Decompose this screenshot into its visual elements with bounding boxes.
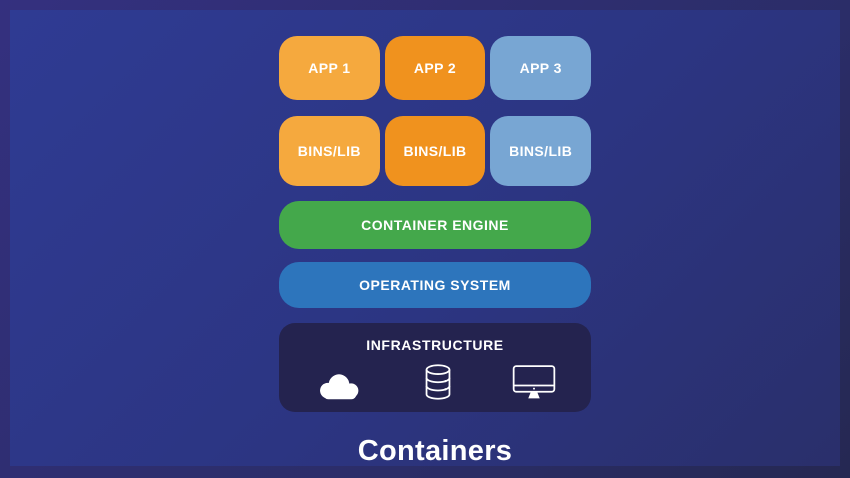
container-engine-box: CONTAINER ENGINE	[279, 201, 591, 249]
cloud-icon	[320, 374, 359, 400]
apps-row: APP 1 APP 2 APP 3	[279, 36, 592, 100]
bins-lib-2-label: BINS/LIB	[403, 143, 467, 159]
infrastructure-box: INFRASTRUCTURE	[279, 323, 591, 412]
app-3-label: APP 3	[519, 60, 562, 76]
bins-lib-3-label: BINS/LIB	[509, 143, 573, 159]
operating-system-label: OPERATING SYSTEM	[359, 277, 511, 293]
diagram-canvas: APP 1 APP 2 APP 3 BINS/LIB BINS/LIB BINS…	[10, 10, 840, 467]
app-1-box: APP 1	[279, 36, 380, 100]
app-2-box: APP 2	[384, 36, 486, 100]
bins-lib-3-box: BINS/LIB	[490, 116, 592, 186]
infrastructure-label: INFRASTRUCTURE	[366, 337, 504, 353]
app-1-label: APP 1	[308, 60, 351, 76]
app-3-box: APP 3	[490, 36, 592, 100]
operating-system-box: OPERATING SYSTEM	[279, 262, 591, 308]
infrastructure-icons	[279, 363, 591, 401]
diagram-title: Containers	[357, 435, 513, 467]
app-2-label: APP 2	[413, 60, 457, 76]
bins-row: BINS/LIB BINS/LIB BINS/LIB	[279, 116, 592, 186]
bins-lib-1-label: BINS/LIB	[297, 143, 361, 159]
bins-lib-1-box: BINS/LIB	[279, 116, 380, 186]
bins-lib-2-box: BINS/LIB	[384, 116, 486, 186]
database-icon	[425, 364, 451, 400]
monitor-icon	[512, 365, 556, 399]
container-engine-label: CONTAINER ENGINE	[361, 217, 509, 233]
